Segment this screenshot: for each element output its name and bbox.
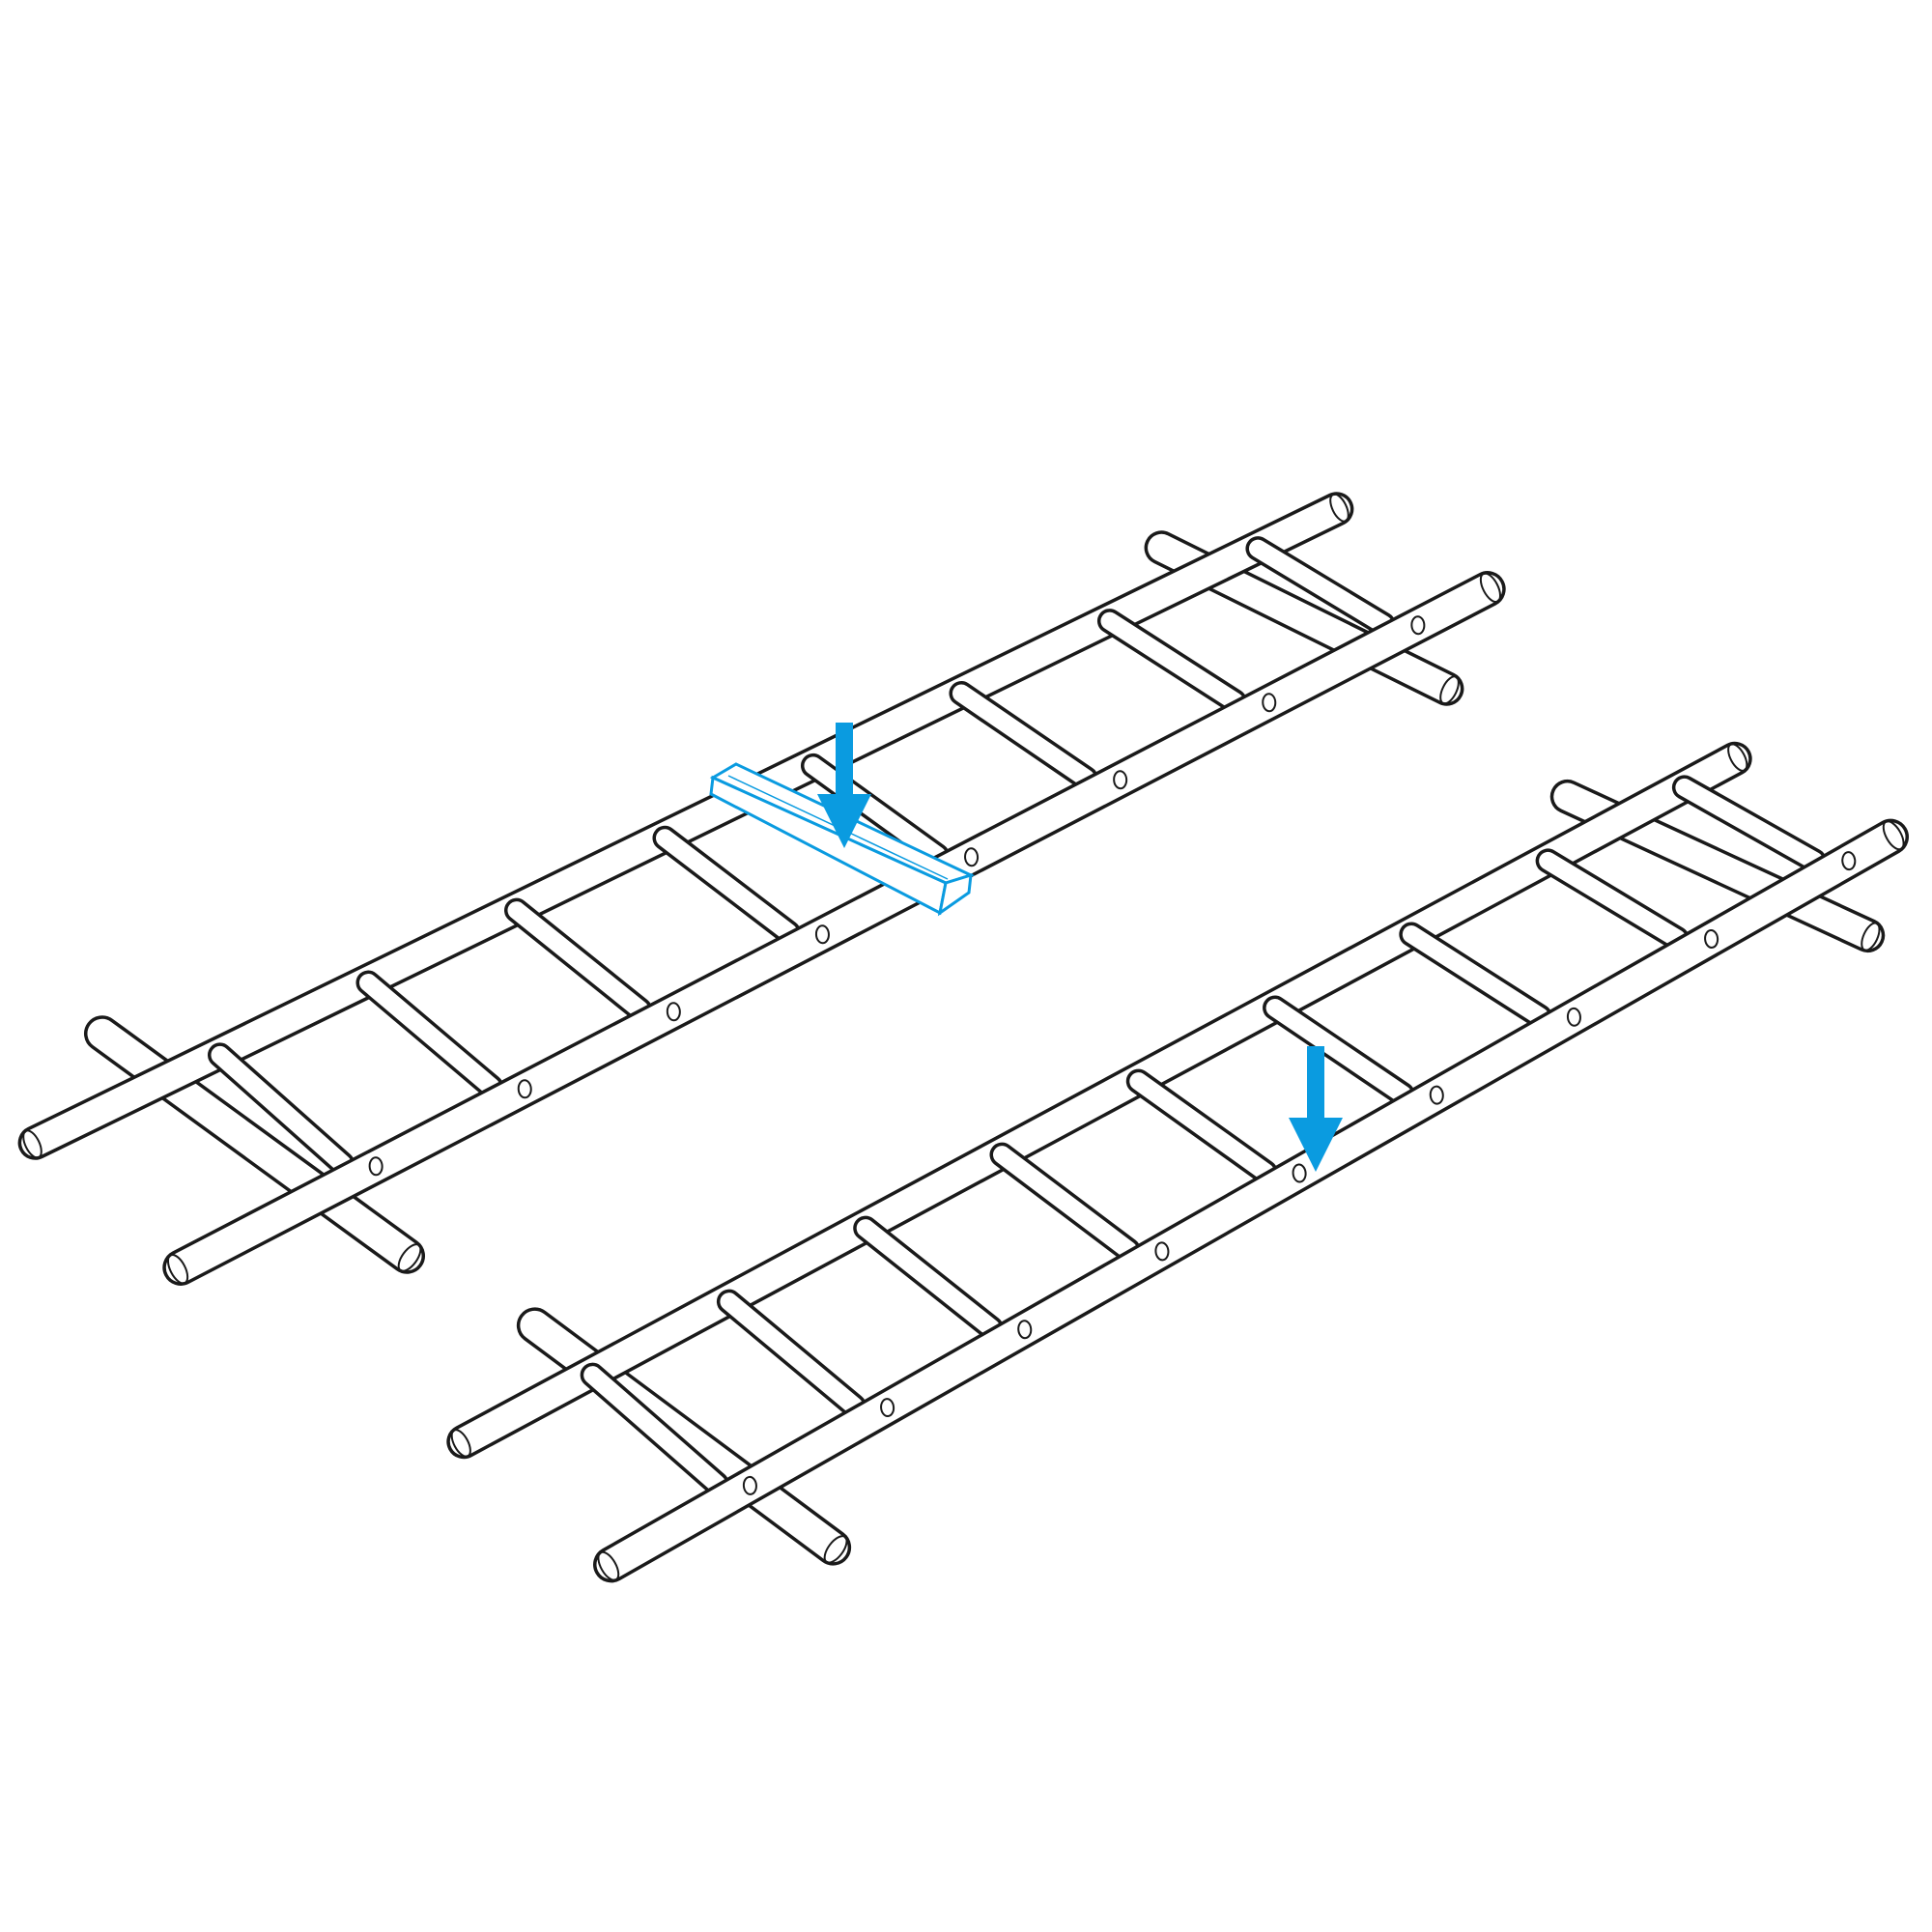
- ladder-bottom-front-rail-hole: [1566, 1007, 1581, 1027]
- ladder-top-foot-near-cap-end: [397, 1243, 422, 1272]
- ladder-bottom-rung-body: [1125, 1068, 1278, 1185]
- ladder-top-front-rail-hole: [814, 924, 830, 945]
- ladder-top-rung: [652, 825, 801, 945]
- ladder-top-front-rail-hole: [1410, 615, 1426, 636]
- ladder-bottom-rung: [1125, 1068, 1278, 1185]
- ladder-bottom-front-rail-hole: [742, 1475, 757, 1495]
- ladder-top-front-rail-hole: [368, 1156, 384, 1177]
- ladder-top-rung-body: [503, 897, 652, 1022]
- ladder-bottom-rung: [716, 1289, 867, 1419]
- ladder-top-rung-body: [1096, 609, 1247, 714]
- ladder-bottom-front-rail-hole: [1429, 1085, 1444, 1105]
- arrow-down-icon-rung-shaft: [1307, 1046, 1324, 1125]
- ladder-top-rung-body: [949, 681, 1098, 791]
- ladder-top-rung-body: [355, 970, 503, 1099]
- ladder-top-front-rail-body: [162, 571, 1506, 1286]
- ladder-bottom-front-rail-hole: [1841, 851, 1857, 871]
- ladder-bottom-rung: [1535, 848, 1690, 952]
- ladder-top-front-rail-hole: [1113, 770, 1128, 790]
- ladder-top-rung: [503, 897, 652, 1022]
- ladder-bottom-rung-body: [853, 1215, 1004, 1341]
- ladder-bottom-rung-body: [1263, 995, 1415, 1107]
- ladder-top-rung: [355, 970, 503, 1099]
- ladder-bottom-back-rail-cap-start: [450, 1429, 471, 1458]
- arrow-down-icon-rung-head: [1289, 1118, 1343, 1172]
- ladder-bottom-front-rail-hole: [880, 1398, 895, 1418]
- ladder-bottom-foot-far-cap-end: [1861, 922, 1881, 952]
- ladder-bottom-rung: [580, 1362, 729, 1496]
- ladder-top-rungs: [207, 536, 1396, 1177]
- ladder-top-front-rail-hole: [1262, 693, 1277, 713]
- ladder-bottom-back-rail-cap-end: [1727, 743, 1748, 772]
- ladder-bottom-rung-body: [989, 1142, 1141, 1263]
- ladder-bottom-back-rail-body: [446, 741, 1752, 1460]
- ladder-top: [17, 492, 1506, 1286]
- ladder-bottom-front-rail-hole: [1292, 1163, 1307, 1183]
- ladder-bottom-rung-body: [1535, 848, 1690, 952]
- ladder-top-rung: [949, 681, 1098, 791]
- ladder-top-back-rail-cap-end: [1329, 493, 1350, 523]
- ladder-bottom-front-rail-cap-end: [1882, 820, 1905, 851]
- ladder-bottom-rung: [853, 1215, 1004, 1341]
- ladder-top-back-rail-cap-start: [22, 1129, 43, 1159]
- ladder-bottom-rung-body: [716, 1289, 867, 1419]
- ladder-bottom-rung-body: [1399, 922, 1552, 1029]
- ladder-bottom-front-rail: [593, 818, 1909, 1583]
- arrow-down-icon-slat-shaft: [836, 723, 853, 802]
- ladder-bottom-front-rail-cap-start: [597, 1550, 620, 1581]
- ladder-bottom-front-rail-hole: [1017, 1320, 1033, 1340]
- wooden-slat-end-face: [937, 872, 973, 917]
- arrow-down-icon-slat-head: [817, 794, 871, 848]
- ladder-bottom-rung-body: [580, 1362, 729, 1496]
- ladder-bottom-rung: [989, 1142, 1141, 1263]
- ladder-bottom-rung: [1399, 922, 1552, 1029]
- ladder-top-foot-far-cap-end: [1439, 675, 1460, 705]
- ladder-top-back-rail-body: [17, 492, 1354, 1160]
- ladder-bottom: [446, 741, 1909, 1583]
- ladder-bottom-rung: [1263, 995, 1415, 1107]
- ladder-top-front-rail-hole: [666, 1002, 681, 1022]
- ladder-top-front-rail-cap-start: [166, 1253, 189, 1285]
- ladder-top-back-rail: [17, 492, 1354, 1160]
- ladder-bottom-front-rail-hole: [1154, 1241, 1170, 1262]
- ladder-bottom-rungs: [580, 775, 1827, 1496]
- ladder-bottom-front-rail-hole: [1704, 928, 1719, 949]
- arrow-down-icon-rung: [1289, 1046, 1343, 1172]
- ladder-bottom-back-rail: [446, 741, 1752, 1460]
- arrow-down-icon-slat: [817, 723, 871, 848]
- ladder-top-front-rail-cap-end: [1479, 572, 1502, 604]
- ladder-top-rung-body: [652, 825, 801, 945]
- ladder-top-front-rail-hole: [964, 847, 980, 867]
- ladder-top-front-rail: [162, 571, 1506, 1286]
- ladder-bottom-foot-near-cap-end: [823, 1535, 848, 1564]
- ladder-top-rung: [1096, 609, 1247, 714]
